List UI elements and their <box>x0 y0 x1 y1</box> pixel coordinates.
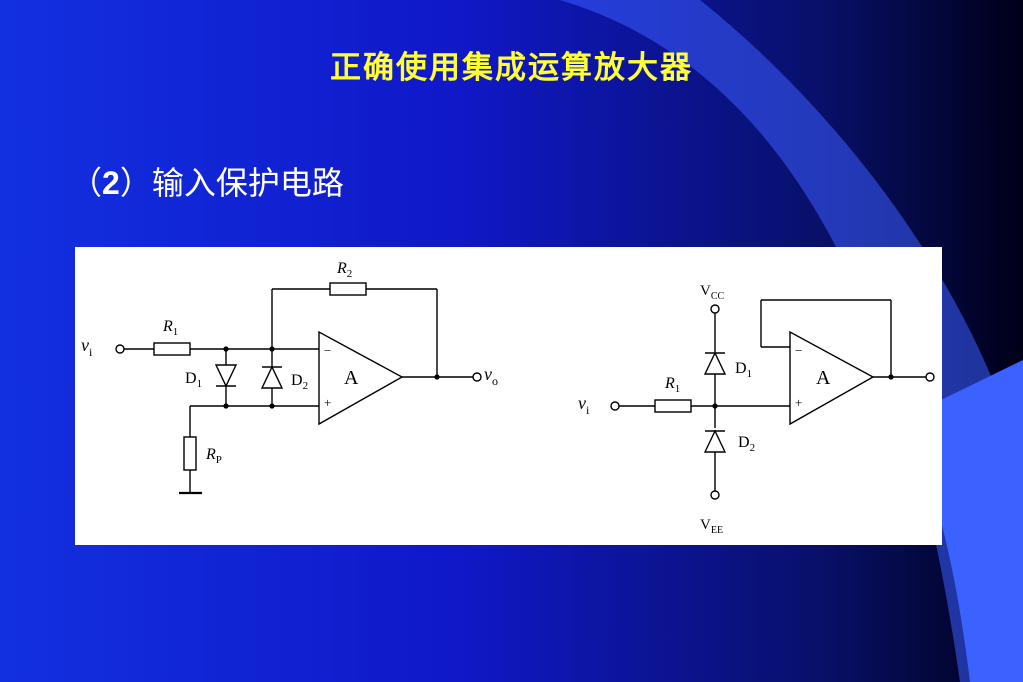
c1-r2-resistor <box>329 282 367 296</box>
subtitle-text: ）输入保护电路 <box>119 164 344 202</box>
c1-r1-resistor <box>153 342 191 356</box>
c1-output-terminal <box>472 372 482 382</box>
c2-amp-label: A <box>816 367 831 389</box>
c1-vi-label: vi <box>81 335 93 359</box>
c2-d2-diode <box>703 429 727 453</box>
circuit-diagrams: R2 R1 vi D1 D2 RP vo A − + VCC VEE D1 D2… <box>81 260 935 536</box>
slide-title: 正确使用集成运算放大器 <box>330 50 693 86</box>
c2-vi-label: vi <box>578 393 590 417</box>
subtitle-open: （ <box>70 164 103 202</box>
c1-input-terminal <box>115 344 125 354</box>
c2-r1-resistor <box>654 399 692 413</box>
c1-d2-diode <box>260 365 284 389</box>
c2-vcc-terminal <box>710 304 720 314</box>
c1-r2-label: R2 <box>336 260 352 280</box>
c2-input-terminal <box>610 401 620 411</box>
c1-rp-resistor <box>183 436 197 471</box>
c1-minus-label: − <box>324 343 331 358</box>
diagram-panel: R2 R1 vi D1 D2 RP vo A − + VCC VEE D1 D2… <box>75 247 942 545</box>
c1-r1-label: R1 <box>162 318 178 338</box>
c1-d2-label: D2 <box>291 372 308 392</box>
subtitle-number: 2 <box>102 165 120 201</box>
c2-vee-label: VEE <box>700 517 723 536</box>
c1-plus-label: + <box>324 395 331 410</box>
c1-vo-label: vo <box>484 364 498 388</box>
c2-r1-label: R1 <box>664 375 680 395</box>
c2-d1-diode <box>703 351 727 375</box>
c1-rp-label: RP <box>205 446 222 466</box>
c2-opamp-triangle <box>789 330 875 426</box>
c2-d1-label: D1 <box>735 360 752 380</box>
c1-d1-diode <box>214 364 238 388</box>
c2-plus-label: + <box>795 395 802 410</box>
c1-amp-label: A <box>344 367 359 389</box>
c2-output-terminal <box>925 372 935 382</box>
c2-d2-label: D2 <box>738 434 755 454</box>
c1-opamp-triangle <box>318 330 404 426</box>
c2-minus-label: − <box>795 343 802 358</box>
c2-vcc-label: VCC <box>700 283 725 302</box>
slide-subtitle: （2）输入保护电路 <box>70 158 344 204</box>
c1-d1-label: D1 <box>185 370 202 390</box>
c2-vee-terminal <box>710 490 720 500</box>
